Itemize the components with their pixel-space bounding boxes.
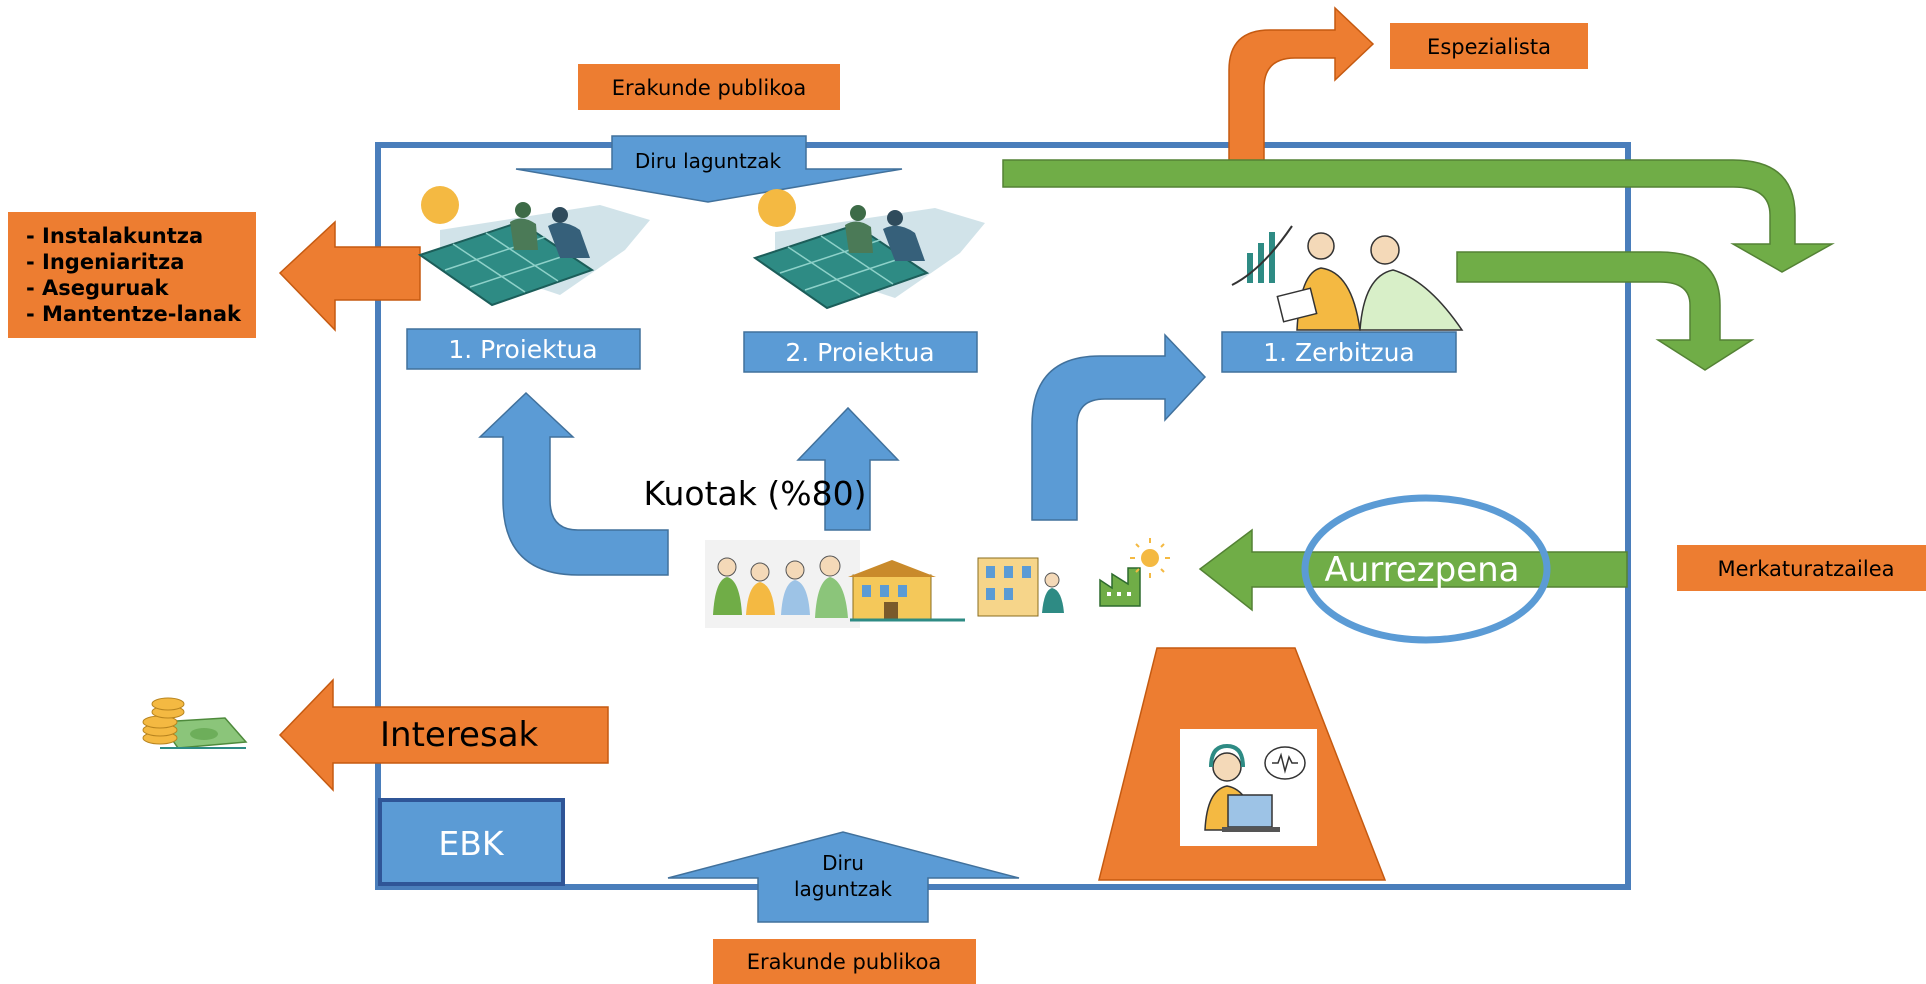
community-members-illustration [705, 538, 1170, 628]
diru-laguntzak-bottom-arrow [667, 831, 1020, 923]
kuotak-label: Kuotak (%80) [644, 474, 867, 513]
service-item-aseguruak: - Aseguruak [26, 276, 169, 300]
espezialista-label: Espezialista [1427, 35, 1551, 59]
services-box [8, 212, 256, 338]
espezialista-box [1390, 23, 1588, 69]
diru-laguntzak-top-arrow [515, 135, 903, 203]
proiektua-1-box [406, 328, 641, 370]
proiektua-2-label: 2. Proiektua [785, 338, 934, 367]
solar-installers-illustration-1 [417, 186, 650, 307]
zerbitzua-1-label: 1. Zerbitzua [1263, 338, 1415, 367]
ebk-label: EBK [438, 824, 504, 863]
erakunde-publikoa-bottom-box [713, 939, 976, 984]
green-arrow-inner [1456, 251, 1755, 371]
aurrezpena-label: Aurrezpena [1324, 550, 1519, 590]
diru-laguntzak-bottom-label-1: Diru [822, 851, 864, 875]
main-frame [375, 142, 1631, 890]
aurrezpena-arrow [1198, 528, 1628, 612]
service-item-mantentze-lanak: - Mantentze-lanak [26, 302, 242, 326]
espezialista-arrow [1228, 6, 1375, 179]
proiektua-1-label: 1. Proiektua [448, 335, 597, 364]
proiektua-2-box [743, 331, 978, 373]
interesak-arrow [278, 678, 609, 792]
consulting-illustration [1231, 225, 1464, 331]
service-item-instalakuntza: - Instalakuntza [26, 224, 203, 248]
green-arrow-outer [1002, 159, 1835, 273]
services-arrow [278, 220, 421, 332]
erakunde-publikoa-bottom-label: Erakunde publikoa [747, 950, 942, 974]
diru-laguntzak-top-label: Diru laguntzak [635, 149, 782, 173]
erakunde-publikoa-top-box [578, 64, 840, 110]
erakunde-publikoa-top-label: Erakunde publikoa [612, 76, 807, 100]
money-coins-icon [142, 697, 248, 749]
merkaturatzailea-box [1677, 545, 1926, 591]
zerbitzua-1-box [1221, 331, 1457, 373]
kuotak-arrow-to-project-2 [796, 406, 900, 531]
diru-laguntzak-bottom-label-2: laguntzak [794, 877, 892, 901]
ebk-box [378, 798, 565, 886]
arrow-to-zerbitzua [1031, 333, 1207, 521]
aurrezpena-highlight-ellipse [1301, 494, 1551, 644]
merkaturatzailea-label: Merkaturatzailea [1718, 557, 1895, 581]
interesak-label: Interesak [380, 715, 539, 755]
service-item-ingeniaritza: - Ingeniaritza [26, 250, 184, 274]
solar-installers-illustration-2 [752, 189, 985, 310]
kuotak-arrow-to-project-1 [478, 391, 669, 576]
call-centre-agent-illustration [1180, 729, 1317, 846]
